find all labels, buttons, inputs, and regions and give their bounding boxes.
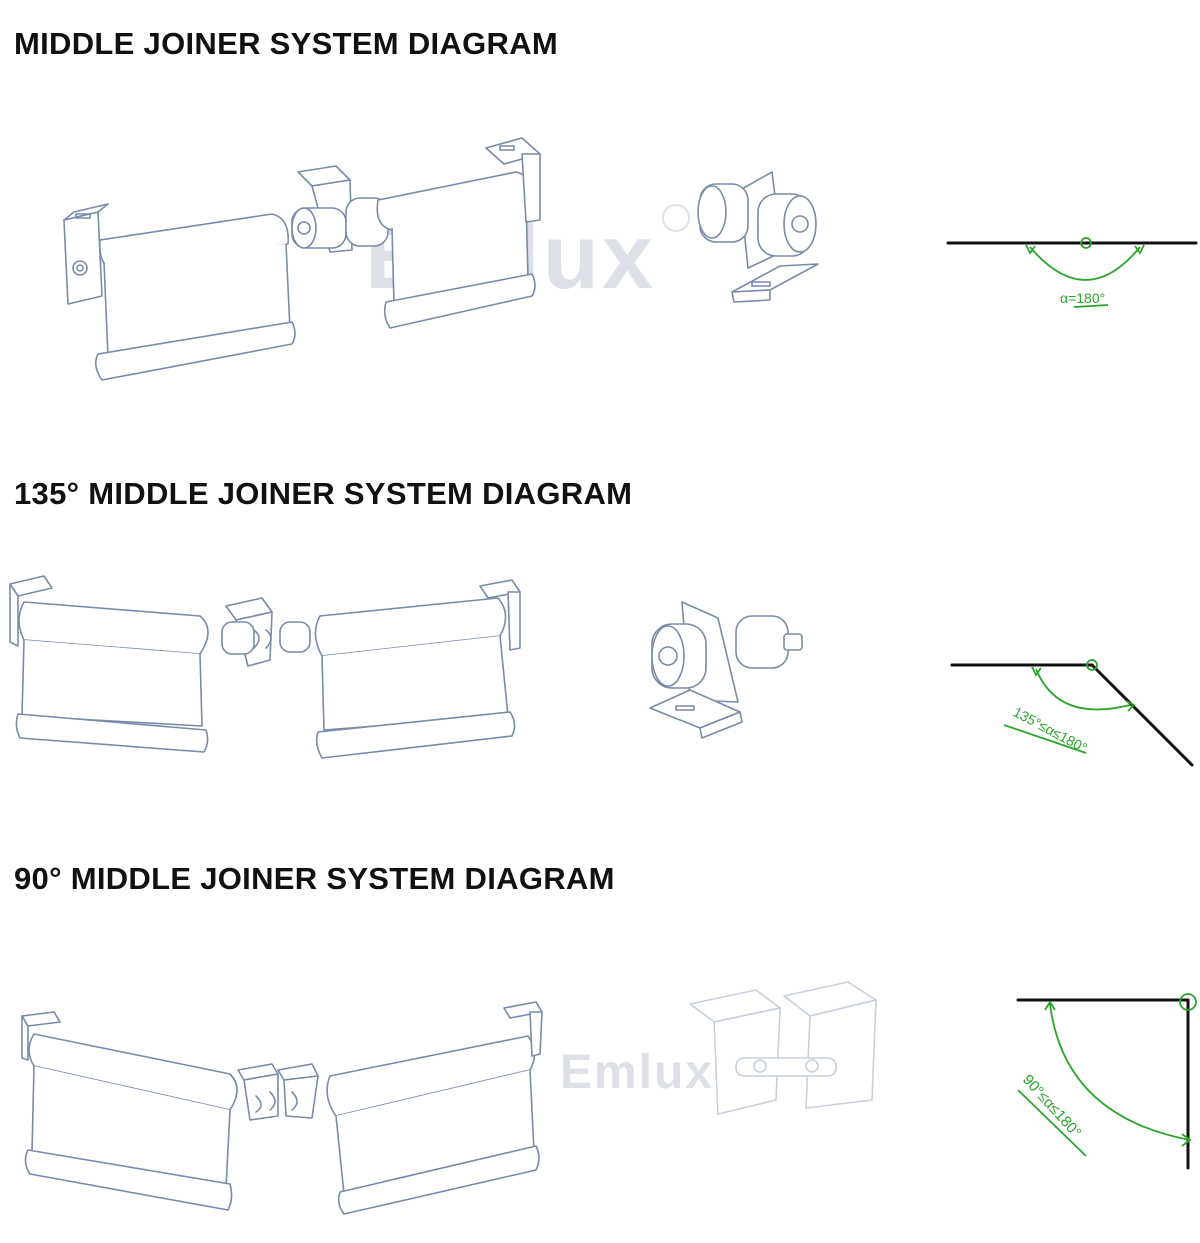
blinds-illustration-135: Emlux [9, 575, 803, 759]
joiner-detail [689, 981, 877, 1115]
joiner-detail [697, 171, 819, 303]
angle-label-135: 135°≤α≤180° [1011, 704, 1090, 756]
joiner-detail [649, 601, 803, 739]
section-90: 90° MIDDLE JOINER SYSTEM DIAGRAM Emlux [0, 840, 1200, 1243]
section-135: 135° MIDDLE JOINER SYSTEM DIAGRAM Emlux [0, 420, 1200, 840]
angle-label-180: α=180° [1060, 290, 1105, 306]
watermark: Emlux [560, 1046, 714, 1099]
roller-blind-left [94, 213, 296, 381]
roller-blind-right [314, 597, 516, 759]
angle-schematic-135: 135°≤α≤180° [950, 659, 1194, 767]
angle-schematic-180: α=180° [946, 237, 1198, 308]
end-bracket-left [21, 1011, 61, 1061]
blinds-illustration-90: Emlux [21, 981, 877, 1215]
end-bracket-right [485, 137, 541, 223]
roller-blind-left [15, 601, 209, 753]
roller-blind-right [326, 1035, 540, 1215]
section-title-90: 90° MIDDLE JOINER SYSTEM DIAGRAM [14, 861, 615, 896]
section-180: MIDDLE JOINER SYSTEM DIAGRAM Emlux [0, 0, 1200, 420]
roller-blind-left [24, 1033, 238, 1211]
angle-schematic-90: 90°≤α≤180° [1016, 993, 1197, 1170]
angle-label-90: 90°≤α≤180° [1019, 1071, 1084, 1141]
end-bracket-left [9, 575, 53, 647]
end-bracket-right [503, 1001, 543, 1057]
end-bracket-left [63, 203, 109, 305]
end-bracket-right [479, 579, 521, 651]
section-title-180: MIDDLE JOINER SYSTEM DIAGRAM [14, 26, 559, 61]
section-title-135: 135° MIDDLE JOINER SYSTEM DIAGRAM [14, 476, 633, 511]
roller-blind-right [376, 171, 536, 329]
middle-joiner-assembly [237, 1063, 319, 1121]
middle-joiner-assembly [291, 165, 389, 253]
middle-joiner-assembly [221, 597, 311, 667]
blinds-illustration-180: Emlux [63, 137, 819, 381]
